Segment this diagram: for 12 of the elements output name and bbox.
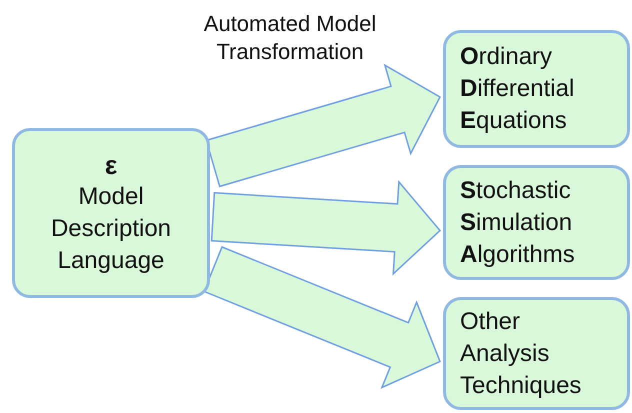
rounded-box (12, 128, 210, 298)
box-text: Stochastic Simulation Algorithms (460, 176, 576, 270)
transformation-label: Automated Model Transformation (202, 10, 378, 66)
epsilon-symbol: ε (104, 149, 118, 181)
rounded-box (443, 165, 630, 280)
block-arrow (210, 180, 442, 276)
box-text: Other Analysis Techniques (460, 306, 582, 400)
box-text: Model Description Language (50, 182, 172, 276)
rounded-box (443, 297, 630, 410)
box-text: Ordinary Differential Equations (460, 42, 576, 136)
block-arrow (203, 246, 441, 389)
rounded-box (443, 30, 630, 148)
